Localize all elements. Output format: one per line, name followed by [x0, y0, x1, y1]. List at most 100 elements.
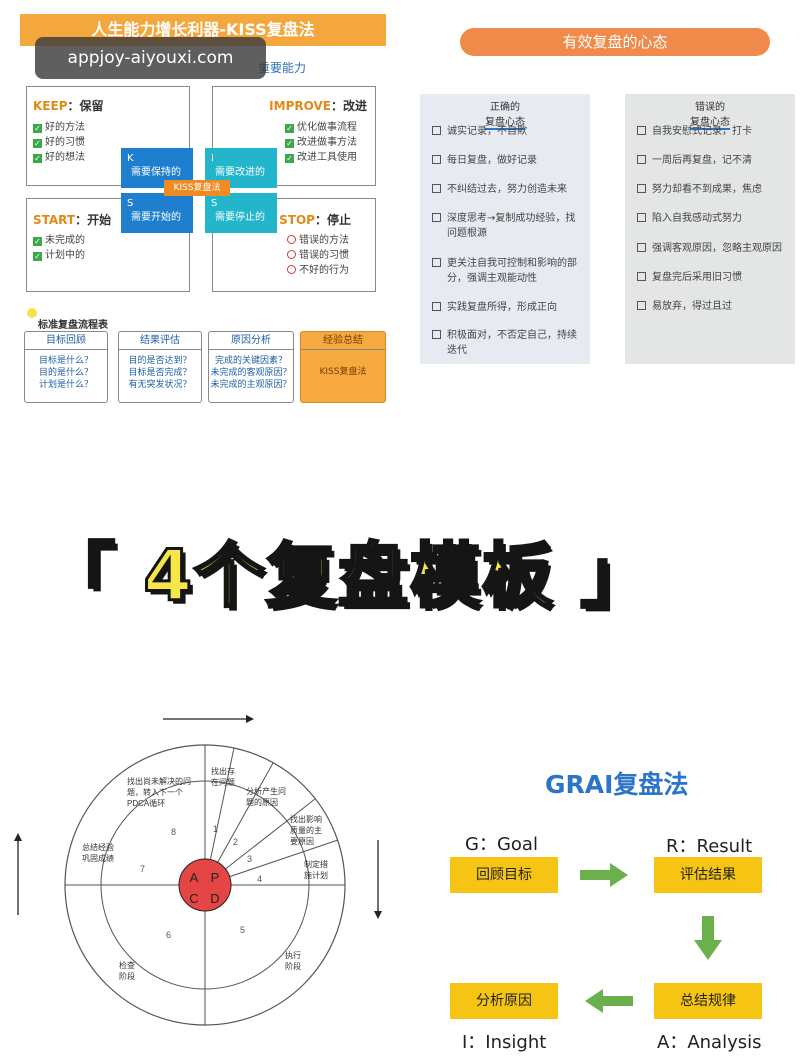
check-icon: ✓ [33, 154, 42, 163]
pdca-label-6: 检查阶段 [119, 960, 135, 981]
checkbox-icon [637, 243, 646, 252]
stop-item: 错误的习惯 [287, 248, 349, 263]
check-icon: ✓ [285, 154, 294, 163]
pdca-num-8: 8 [171, 827, 176, 837]
arrow-right-icon [580, 863, 628, 887]
correct-item: 积极面对，不否定自己，持续迭代 [432, 328, 577, 358]
grai-i-label: I：Insight [462, 1032, 547, 1053]
correct-item: 不纠结过去，努力创造未来 [432, 182, 587, 197]
prohibited-icon [287, 265, 296, 274]
checkbox-icon [432, 302, 441, 311]
improve-item: ✓改进做事方法 [285, 137, 357, 148]
lightbulb-icon [27, 308, 37, 318]
checkbox-icon [637, 126, 646, 135]
grai-a-label: A：Analysis [657, 1032, 762, 1053]
pdca-label-7: 总结经验巩固成绩 [82, 842, 114, 863]
flow-title: 标准复盘流程表 [38, 320, 108, 331]
pdca-label-3: 找出影响质量的主要原因 [290, 814, 322, 846]
wrong-item: 努力却看不到成果，焦虑 [637, 182, 792, 197]
flow-col-summary: 经验总结 KISS复盘法 [300, 331, 386, 403]
flow-col-cause: 原因分析 完成的关键因素？ 未完成的客观原因？ 未完成的主观原因？ [208, 331, 294, 403]
improve-title: IMPROVE：改进 [269, 99, 367, 113]
checkbox-icon [432, 213, 441, 222]
check-icon: ✓ [33, 139, 42, 148]
wrong-mindset-head: 错误的复盘心态 [690, 102, 730, 130]
pdca-num-7: 7 [140, 864, 145, 874]
correct-item: 更关注自我可控制和影响的部分，强调主观能动性 [432, 256, 577, 286]
improve-list: ✓优化做事流程 ✓改进做事方法 ✓改进工具使用 [285, 120, 357, 165]
wrong-item: 陷入自我感动式努力 [637, 211, 792, 226]
wrong-item: 自我安慰式记录，打卡 [637, 124, 792, 139]
headline: 「 4个复盘模板 」 [44, 534, 653, 619]
watermark: appjoy-aiyouxi.com [35, 37, 266, 79]
pdca-label-4: 制定措施计划 [304, 859, 328, 880]
wrong-mindset-column: 错误的复盘心态 自我安慰式记录，打卡 一周后再复盘，记不清 努力却看不到成果，焦… [625, 94, 795, 364]
stop-title: STOP：停止 [279, 213, 351, 227]
start-item: ✓计划中的 [33, 250, 85, 261]
wrong-item: 强调客观原因，忽略主观原因 [637, 241, 792, 256]
checkbox-icon [637, 213, 646, 222]
pdca-a: A [190, 870, 199, 885]
pdca-num-1: 1 [213, 824, 218, 834]
start-list: ✓未完成的 ✓计划中的 [33, 233, 85, 263]
flow-col-goal: 目标回顾 目标是什么？ 目的是什么？ 计划是什么？ [24, 331, 108, 403]
mindset-banner: 有效复盘的心态 [460, 28, 770, 56]
check-icon: ✓ [33, 237, 42, 246]
arrow-left-icon [585, 989, 633, 1013]
start-item: ✓未完成的 [33, 235, 85, 246]
wrong-item: 易放弃，得过且过 [637, 299, 792, 314]
correct-item: 每日复盘，做好记录 [432, 153, 582, 168]
grai-i-box: 分析原因 [450, 983, 558, 1019]
flow-col-result: 结果评估 目的是否达到？ 目标是否完成？ 有无突发状况？ [118, 331, 202, 403]
pdca-p: P [211, 870, 220, 885]
grai-r-box: 评估结果 [654, 857, 762, 893]
grai-r-label: R：Result [666, 836, 753, 857]
arrow-down-icon [374, 840, 382, 919]
stop-item: 不好的行为 [287, 263, 349, 278]
pdca-num-2: 2 [233, 837, 238, 847]
checkbox-icon [432, 330, 441, 339]
pdca-num-5: 5 [240, 925, 245, 935]
pdca-num-4: 4 [257, 874, 262, 884]
improve-item: ✓改进工具使用 [285, 152, 357, 163]
pdca-diagram: A P C D 1 2 3 4 5 6 7 8 找出存在问题 分析产生问题的原因… [14, 715, 382, 1026]
arrow-up-icon [14, 833, 22, 915]
pdca-label-5: 执行阶段 [285, 950, 301, 971]
pdca-label-2: 分析产生问题的原因 [246, 786, 286, 807]
grai-g-label: G：Goal [465, 834, 538, 855]
stop-item: 错误的方法 [287, 233, 349, 248]
pdca-center [178, 858, 232, 912]
pdca-num-6: 6 [166, 930, 171, 940]
pdca-num-3: 3 [247, 854, 252, 864]
correct-mindset-head: 正确的复盘心态 [485, 102, 525, 130]
keep-item: ✓好的方法 [33, 122, 85, 133]
checkbox-icon [637, 184, 646, 193]
checkbox-icon [637, 272, 646, 281]
stop-list: 错误的方法 错误的习惯 不好的行为 [287, 233, 349, 278]
checkbox-icon [637, 301, 646, 310]
prohibited-icon [287, 250, 296, 259]
prohibited-icon [287, 235, 296, 244]
pdca-label-1: 找出存在问题 [211, 766, 235, 787]
grai-title: GRAI复盘法 [545, 770, 689, 799]
checkbox-icon [432, 126, 441, 135]
keep-item: ✓好的想法 [33, 152, 85, 163]
check-icon: ✓ [33, 252, 42, 261]
checkbox-icon [432, 155, 441, 164]
check-icon: ✓ [285, 139, 294, 148]
check-icon: ✓ [33, 124, 42, 133]
checkbox-icon [637, 155, 646, 164]
correct-mindset-column: 正确的复盘心态 诚实记录，不自欺 每日复盘，做好记录 不纠结过去，努力创造未来 … [420, 94, 590, 364]
pdca-d: D [210, 891, 219, 906]
kiss-center-label: KISS复盘法 [164, 180, 230, 196]
start-title: START：开始 [33, 213, 112, 227]
kiss-subtitle: 重要能力 [258, 61, 307, 75]
correct-item: 实践复盘所得，形成正向 [432, 300, 582, 315]
keep-title: KEEP：保留 [33, 99, 104, 113]
correct-item: 诚实记录，不自欺 [432, 124, 582, 139]
wrong-item: 复盘完后采用旧习惯 [637, 270, 792, 285]
check-icon: ✓ [285, 124, 294, 133]
